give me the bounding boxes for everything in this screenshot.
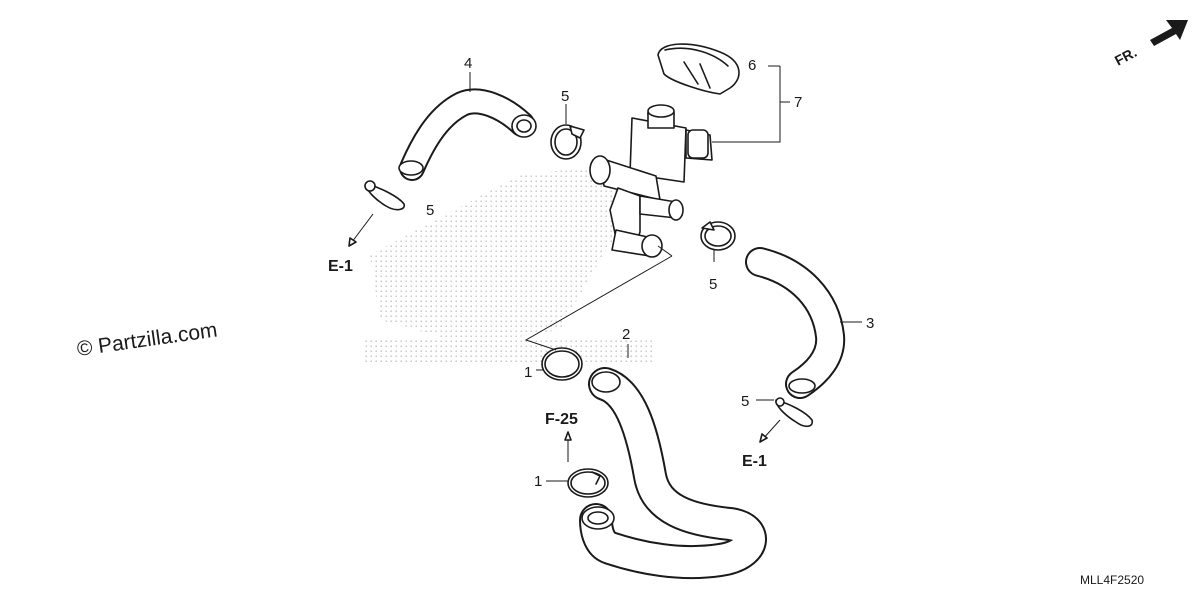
clamp-part-5-right[interactable] bbox=[775, 397, 814, 428]
partzilla-watermark: © Partzilla.com bbox=[75, 318, 218, 360]
rubber-band-part-6[interactable] bbox=[657, 43, 740, 95]
clamp-part-5-mid[interactable] bbox=[700, 221, 736, 251]
callout-5-top: 5 bbox=[561, 88, 569, 105]
air-valve-part-7[interactable] bbox=[589, 104, 713, 258]
leader-lines bbox=[348, 65, 862, 482]
diagram-code: MLL4F2520 bbox=[1080, 573, 1144, 587]
callout-4: 4 bbox=[464, 55, 472, 72]
callout-7: 7 bbox=[794, 94, 802, 111]
callout-5-right: 5 bbox=[741, 393, 749, 410]
reference-e1-left[interactable]: E-1 bbox=[328, 258, 353, 275]
reference-e1-right[interactable]: E-1 bbox=[742, 453, 767, 470]
callout-6: 6 bbox=[748, 57, 756, 74]
clamp-part-5-left[interactable] bbox=[364, 180, 406, 211]
fr-label: FR. bbox=[1112, 44, 1139, 69]
clamp-part-1-top[interactable] bbox=[541, 347, 583, 381]
hose-part-2[interactable] bbox=[579, 367, 767, 580]
hose-part-3[interactable] bbox=[745, 247, 846, 399]
callout-1-bottom: 1 bbox=[534, 473, 542, 490]
callout-1-top: 1 bbox=[524, 364, 532, 381]
front-direction-indicator: FR. bbox=[1112, 20, 1188, 69]
callout-2: 2 bbox=[622, 326, 630, 343]
callout-5-mid: 5 bbox=[709, 276, 717, 293]
callout-5-left: 5 bbox=[426, 202, 434, 219]
clamp-part-5-top[interactable] bbox=[550, 124, 585, 160]
callout-3: 3 bbox=[866, 315, 874, 332]
background-logo-watermark bbox=[365, 165, 655, 364]
reference-f25[interactable]: F-25 bbox=[545, 411, 578, 428]
clamp-part-1-bottom[interactable] bbox=[567, 468, 609, 498]
arrow-icon bbox=[1150, 20, 1188, 46]
hose-part-4[interactable] bbox=[398, 88, 537, 181]
